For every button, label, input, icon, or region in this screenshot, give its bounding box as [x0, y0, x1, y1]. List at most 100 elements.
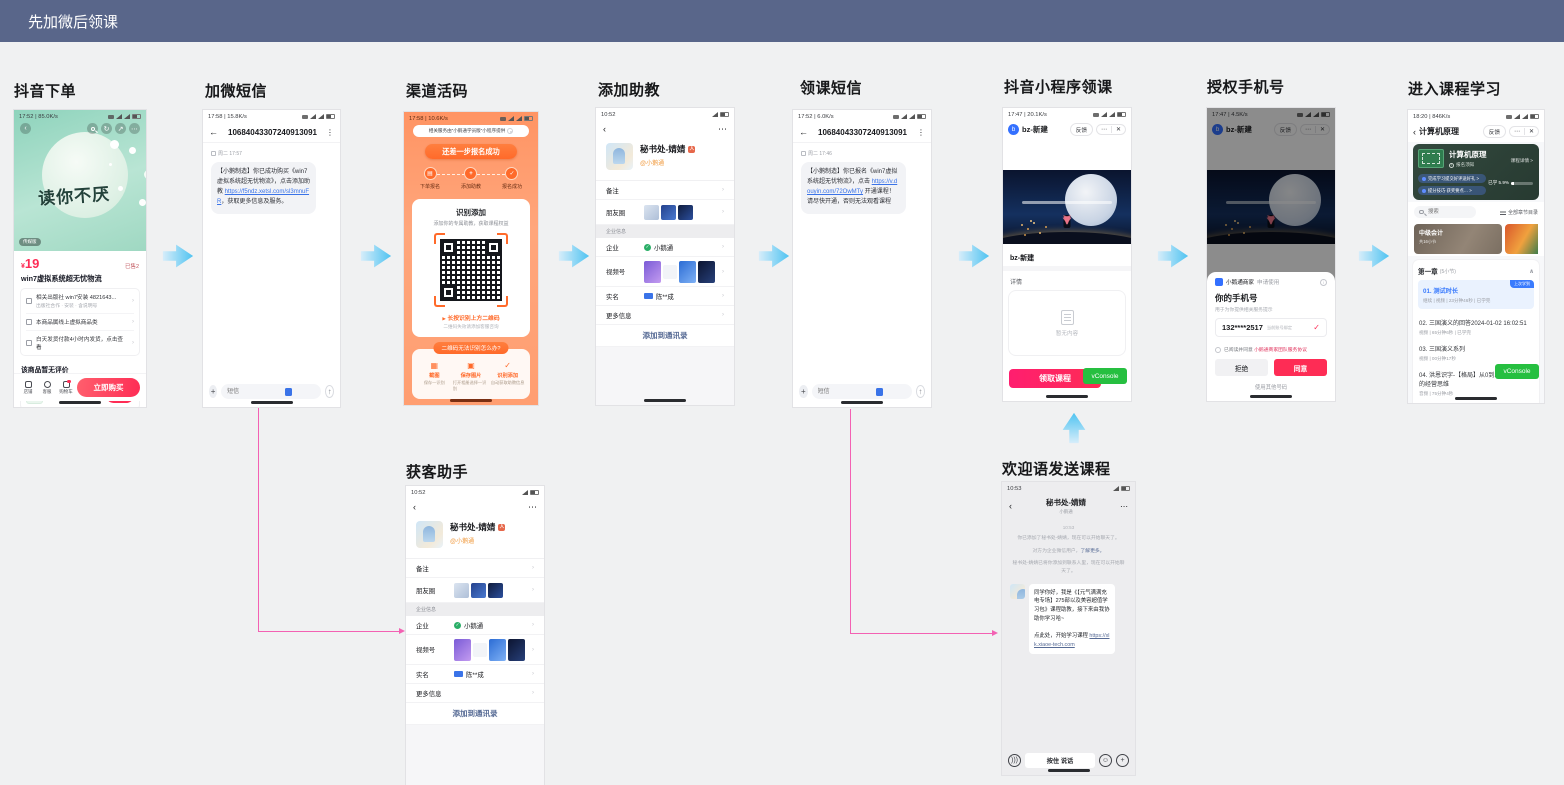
info-row[interactable]: 本商品属线上虚拟商品类 › — [26, 314, 134, 331]
feedback-button[interactable]: 反馈 — [1273, 123, 1297, 136]
send-icon[interactable]: ↑ — [915, 385, 925, 398]
reject-button[interactable]: 拒绝 — [1215, 359, 1268, 376]
more-icon[interactable]: ⋯ — [1513, 129, 1520, 135]
sms-input[interactable] — [811, 384, 912, 399]
learn-more-link[interactable]: 了解更多。 — [1080, 548, 1105, 554]
agreement-row[interactable]: 已阅读并同意 小鹅通商家团队服务协议 — [1215, 346, 1327, 353]
vconsole-button[interactable]: vConsole — [1083, 368, 1127, 384]
lesson-item[interactable]: 02. 三国演义的回答2024-01-02 16:02:51 视频 | 65分钟… — [1418, 314, 1534, 340]
more-icon[interactable]: ⋯ — [1120, 501, 1128, 511]
verified-icon: ✓ — [454, 621, 461, 629]
lesson-item[interactable]: 04. 洪恩识字-【格局】从0到1你必须知道的经营思维 音频 | 75分钟4秒 — [1418, 366, 1534, 401]
back-icon[interactable]: ‹ — [603, 124, 606, 134]
back-icon[interactable]: ‹ — [1413, 126, 1416, 137]
info-main: 本商品属线上虚拟商品类 — [36, 320, 98, 326]
sms-link[interactable]: https://v.douyin.com/72OwMTy — [807, 178, 898, 195]
tab-shop[interactable]: 店铺 — [20, 380, 36, 395]
buy-now-button[interactable]: 立即购买 — [77, 378, 140, 397]
close-icon[interactable]: ✕ — [1319, 127, 1325, 133]
row-company[interactable]: 企业 ✓ 小鹅通 › — [596, 238, 734, 257]
status-icons — [108, 114, 141, 119]
close-icon[interactable]: ✕ — [1115, 127, 1121, 133]
claim-course-button[interactable]: 领取课程 — [1009, 369, 1101, 388]
vconsole-button[interactable]: vConsole — [1495, 364, 1539, 379]
tab-service[interactable]: 客服 — [39, 380, 55, 395]
template-icon[interactable] — [876, 387, 883, 396]
more-icon[interactable]: ⋯ — [129, 123, 140, 134]
info-icon: i — [1320, 278, 1327, 286]
search-icon[interactable] — [87, 123, 98, 134]
row-moments[interactable]: 朋友圈 › — [406, 578, 544, 603]
search-input[interactable] — [1414, 206, 1476, 218]
back-icon[interactable]: ← — [799, 127, 808, 137]
share-icon[interactable]: ↗ — [115, 123, 126, 134]
row-realname[interactable]: 实名 陈**成 › — [596, 287, 734, 306]
sms-input[interactable] — [221, 384, 322, 399]
more-icon[interactable]: ⋮ — [917, 127, 925, 137]
row-moments[interactable]: 朋友圈 › — [596, 200, 734, 225]
back-icon[interactable]: ← — [209, 127, 218, 137]
attach-icon[interactable]: + — [209, 385, 218, 398]
company-name: 小鹅通 — [654, 244, 674, 252]
voice-icon[interactable]: ))) — [1008, 754, 1021, 767]
step-label-channel-qr: 渠道活码 — [406, 83, 469, 100]
add-to-contacts-button[interactable]: 添加到通讯录 — [406, 703, 544, 725]
more-icon[interactable]: ⋯ — [718, 124, 727, 134]
tab-cart[interactable]: 购物车 — [58, 379, 74, 395]
row-channels[interactable]: 视频号 › — [596, 257, 734, 287]
emoji-icon[interactable]: ☺ — [1099, 754, 1112, 767]
miniprogram-capsule[interactable]: 相关服务由“小鹅通学员版”小程序提供 — [413, 125, 529, 137]
related-card[interactable] — [1505, 224, 1538, 254]
info-row[interactable]: 白天发货付款4小时内发货，点击查看 › — [26, 331, 134, 355]
row-more-info[interactable]: 更多信息› — [406, 684, 544, 703]
sms-link[interactable]: https://f5ndz.xetsl.com/sl3mnuFR — [217, 188, 310, 205]
template-icon[interactable] — [285, 387, 292, 396]
qr-card-subtitle: 添加你的专属助教，获取课程权益 — [433, 221, 509, 227]
radio-icon[interactable] — [1215, 346, 1221, 353]
more-icon[interactable]: ⋯ — [1100, 127, 1107, 133]
status-bar: 17:52 | 6.0K/s — [793, 110, 931, 121]
promo-tag[interactable]: 完成学习提交好评送好礼 > — [1418, 174, 1486, 183]
lesson-item-current[interactable]: 上次学到 01. 测试时长 继续 | 视频 | 23分钟46秒 | 已学完 — [1418, 280, 1534, 309]
more-icon[interactable]: ⋯ — [528, 502, 537, 512]
hold-to-talk-button[interactable]: 按住 说话 — [1025, 753, 1095, 768]
back-icon[interactable]: ‹ — [413, 502, 416, 512]
send-icon[interactable]: ↑ — [325, 385, 334, 398]
lesson-item[interactable]: 03. 三国演义系列 视频 | 00分钟17秒 — [1418, 340, 1534, 366]
row-channels[interactable]: 视频号 › — [406, 635, 544, 665]
agreement-link[interactable]: 小鹅通商家团队服务协议 — [1254, 348, 1307, 353]
agree-button[interactable]: 同意 — [1274, 359, 1327, 376]
row-realname[interactable]: 实名 陈**成 › — [406, 665, 544, 684]
qr-code[interactable] — [434, 233, 508, 307]
row-company[interactable]: 企业 ✓ 小鹅通 › — [406, 616, 544, 635]
refresh-icon[interactable]: ↻ — [101, 123, 112, 134]
info-main: 白天发货付款4小时内发货，点击查看 — [36, 337, 124, 351]
more-icon[interactable]: ⋮ — [326, 127, 334, 137]
profile-footer-area — [596, 347, 734, 405]
feedback-button[interactable]: 反馈 — [1482, 125, 1506, 138]
feedback-button[interactable]: 反馈 — [1069, 123, 1093, 136]
row-remark[interactable]: 备注› — [406, 559, 544, 578]
more-icon[interactable]: ⋯ — [1304, 127, 1311, 133]
course-detail-link[interactable]: 课程详情 > — [1510, 158, 1533, 163]
use-other-number[interactable]: 使用其他号码 — [1254, 385, 1288, 391]
chapter-header[interactable]: 第一章(5小节) ∧ — [1418, 268, 1534, 277]
row-remark[interactable]: 备注› — [596, 181, 734, 200]
attach-icon[interactable]: + — [799, 385, 808, 398]
qr-pattern — [440, 239, 502, 301]
add-to-contacts-button[interactable]: 添加到通讯录 — [596, 325, 734, 347]
related-card[interactable]: 中级会计 共16小节 — [1414, 224, 1502, 254]
info-row[interactable]: 相关出版社 win7安装 4821643... 出版社合作 · 安装 · 含说明… — [26, 289, 134, 314]
row-more-info[interactable]: 更多信息› — [596, 306, 734, 325]
promo-tag[interactable]: 提分技巧·获奖要点… > — [1418, 186, 1486, 195]
back-icon[interactable]: ‹ — [20, 123, 31, 134]
close-icon[interactable]: ✕ — [1528, 129, 1534, 135]
phone-douyin-order: 17:52 | 85.0K/s ‹ ↻ ↗ ⋯ 读你不厌 传媒版 ¥ 19 已售… — [13, 109, 147, 408]
back-icon[interactable]: ‹ — [1009, 501, 1012, 511]
lesson-item[interactable]: 05. _Урок 5.2 (Привет, Россия-3)(怎)开始课程 — [1418, 401, 1534, 403]
sparkles — [1225, 224, 1227, 226]
toc-button[interactable]: 全部章节目录 — [1499, 209, 1538, 216]
phone-number-option[interactable]: 132****2517 当前账号绑定 ✓ — [1215, 318, 1327, 337]
plus-icon[interactable]: + — [1116, 754, 1129, 767]
course-link[interactable]: https://xlk.xiaoe-tech.com — [1034, 632, 1110, 648]
